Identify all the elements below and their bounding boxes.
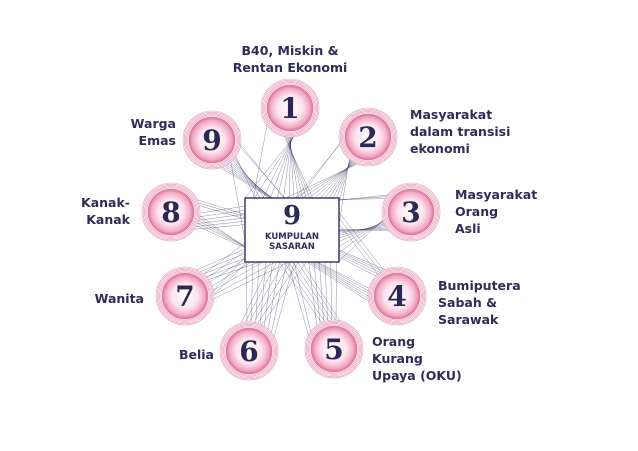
node-circle (162, 273, 208, 319)
node-number: 4 (387, 280, 406, 313)
connector-line (273, 252, 297, 337)
connector-line (293, 260, 311, 332)
node-8: 8 (141, 182, 201, 242)
node-2: 2 (338, 107, 398, 167)
node-label-9: Warga Emas (130, 116, 176, 148)
node-label-7: Wanita (94, 291, 144, 306)
node-5: 5 (304, 319, 364, 379)
node-label-6: Belia (178, 347, 214, 362)
node-label-8: Kanak- Kanak (81, 195, 130, 227)
center-box (244, 197, 340, 263)
node-number: 1 (280, 92, 299, 125)
node-4: 4 (367, 266, 427, 326)
node-number: 9 (202, 124, 221, 157)
node-3: 3 (381, 182, 441, 242)
node-label-2: Masyarakat dalam transisi ekonomi (410, 107, 511, 156)
connector-line (244, 136, 295, 199)
connector-line (337, 219, 384, 263)
connector-line (251, 136, 294, 202)
node-number: 7 (175, 280, 194, 313)
center-number: 9 (282, 201, 302, 231)
connector-line (266, 136, 293, 209)
node-circle (267, 85, 313, 131)
connector-line (312, 259, 370, 289)
node-label-1: B40, Miskin & Rentan Ekonomi (232, 43, 348, 75)
node-number: 8 (161, 196, 180, 229)
node-6: 6 (219, 321, 279, 381)
node-label-3: Masyarakat Orang Asli (455, 187, 538, 236)
node-9: 9 (182, 110, 242, 170)
node-number: 2 (358, 121, 377, 154)
node-circle (374, 273, 420, 319)
node-circle (345, 114, 391, 160)
node-1: 1 (260, 78, 320, 138)
connector-line (213, 256, 286, 295)
node-circle (148, 189, 194, 235)
node-circle (388, 189, 434, 235)
connector-line (286, 256, 309, 336)
node-circle (189, 117, 235, 163)
node-number: 5 (324, 333, 343, 366)
node-7: 7 (155, 266, 215, 326)
node-number: 6 (239, 335, 258, 368)
node-label-4: Bumiputera Sabah & Sarawak (438, 278, 521, 327)
node-number: 3 (401, 196, 420, 229)
node-label-5: Orang Kurang Upaya (OKU) (372, 334, 462, 383)
node-circle (226, 328, 272, 374)
node-circle (311, 326, 357, 372)
connector-line (333, 205, 384, 271)
connector-line (213, 259, 293, 299)
center-label: KUMPULAN SASARAN (264, 232, 320, 252)
